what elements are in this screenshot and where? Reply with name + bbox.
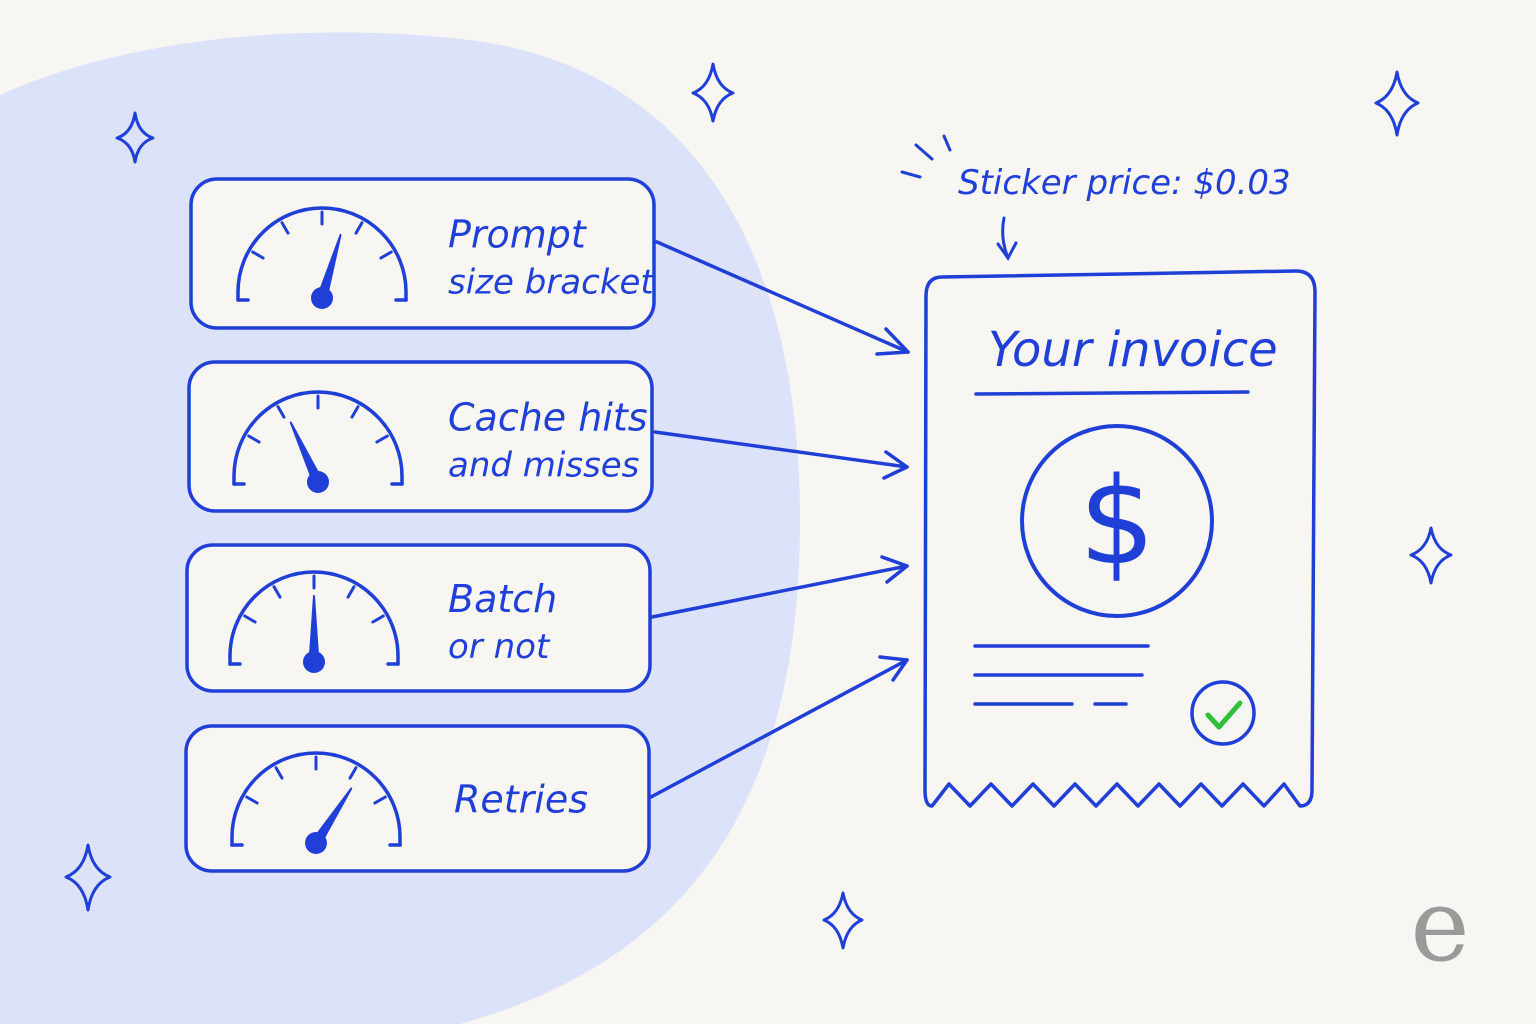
card-outline bbox=[187, 360, 654, 513]
factor-label-line2: and misses bbox=[448, 446, 639, 486]
sparkle-icon bbox=[822, 891, 864, 950]
factor-label-line1: Prompt bbox=[448, 213, 588, 257]
sparkles bbox=[64, 62, 1453, 950]
logo: e bbox=[1410, 867, 1469, 984]
card-outline bbox=[184, 724, 651, 873]
gauge-tick bbox=[274, 766, 284, 780]
gauge-tick bbox=[346, 585, 356, 599]
factor-card: Batch or not bbox=[185, 543, 652, 693]
gauge-hub bbox=[311, 287, 333, 309]
gauge-tick bbox=[348, 766, 358, 780]
gauge-tick bbox=[375, 434, 389, 444]
arrow-cache bbox=[653, 430, 909, 480]
factor-label-line1: Retries bbox=[454, 778, 588, 822]
checkmark-icon bbox=[1190, 680, 1256, 746]
sparkle-icon bbox=[691, 62, 735, 123]
gauge-tick bbox=[354, 221, 364, 235]
arrow-prompt bbox=[655, 240, 910, 356]
sticker-burst bbox=[900, 134, 952, 179]
gauge-tick bbox=[373, 795, 387, 805]
invoice-title: Your invoice bbox=[988, 322, 1278, 378]
gauge-tick bbox=[272, 585, 282, 599]
gauge-icon bbox=[232, 390, 404, 493]
gauge-arc bbox=[232, 390, 404, 486]
gauge-arc bbox=[236, 206, 408, 302]
factor-label-line2: size bracket bbox=[448, 263, 655, 303]
factor-label-line1: Cache hits bbox=[448, 396, 648, 440]
sticker-arrow bbox=[996, 216, 1018, 261]
factor-label-line1: Batch bbox=[448, 577, 557, 621]
factor-label-line2: or not bbox=[448, 627, 551, 667]
currency-symbol: $ bbox=[1079, 453, 1155, 592]
gauge-tick bbox=[350, 405, 360, 419]
gauge-tick bbox=[247, 434, 261, 444]
gauge-tick bbox=[245, 795, 259, 805]
arrow-retries bbox=[649, 655, 909, 799]
invoice-lines bbox=[973, 644, 1150, 706]
gauge-hub bbox=[307, 471, 329, 493]
title-underline bbox=[974, 390, 1250, 396]
gauge-tick bbox=[379, 250, 393, 260]
dollar-coin-icon: $ bbox=[1020, 424, 1214, 618]
gauge-tick bbox=[371, 614, 385, 624]
gauge-tick bbox=[243, 614, 257, 624]
gauge-tick bbox=[280, 221, 290, 235]
gauge-icon bbox=[228, 570, 400, 673]
gauge-tick bbox=[276, 405, 286, 419]
gauge-hub bbox=[303, 651, 325, 673]
sparkle-icon bbox=[1374, 70, 1420, 137]
gauge-tick bbox=[251, 250, 265, 260]
arrow-batch bbox=[650, 555, 909, 619]
receipt-outline bbox=[923, 269, 1317, 808]
factor-card: Cache hits and misses bbox=[187, 360, 654, 513]
sticker-price-label: Sticker price: $0.03 bbox=[958, 163, 1291, 203]
card-outline bbox=[189, 177, 656, 330]
gauge-icon bbox=[230, 751, 402, 854]
gauge-arc bbox=[228, 570, 400, 666]
gauge-hub bbox=[305, 832, 327, 854]
arrows bbox=[649, 240, 910, 799]
factor-card: Retries bbox=[184, 724, 651, 873]
sparkle-icon bbox=[1409, 526, 1453, 585]
sparkle-icon bbox=[64, 843, 112, 912]
gauge-icon bbox=[236, 206, 408, 309]
factor-card: Prompt size bracket bbox=[189, 177, 656, 330]
gauge-arc bbox=[230, 751, 402, 847]
sparkle-icon bbox=[115, 111, 155, 164]
card-outline bbox=[185, 543, 652, 693]
invoice: Your invoice $ bbox=[923, 269, 1317, 808]
